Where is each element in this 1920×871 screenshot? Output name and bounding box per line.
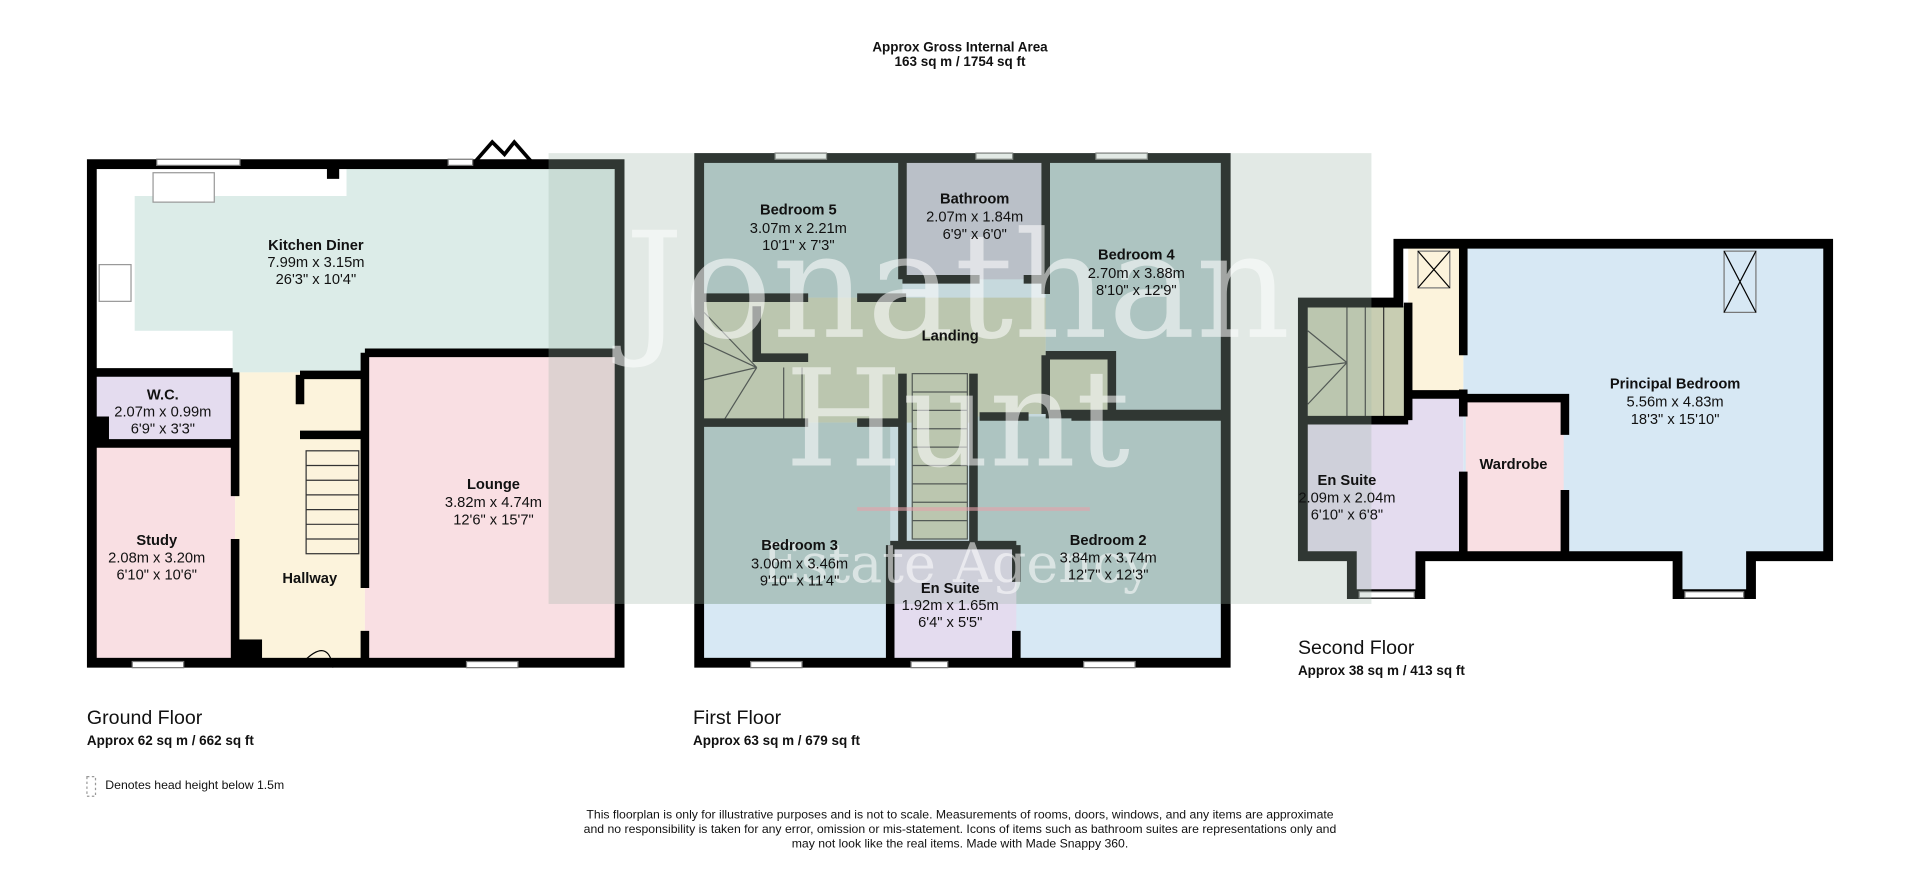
room-bedroom-3 — [699, 422, 891, 604]
room-imperial: 10'1" x 7'3" — [762, 238, 834, 254]
svg-text:Hunt: Hunt — [785, 340, 1130, 497]
room-en-suite-1 — [890, 545, 1017, 663]
room-imperial: 6'9" x 3'3" — [131, 422, 195, 438]
room-bedroom-5 — [699, 158, 903, 298]
room-name: Principal Bedroom — [1610, 376, 1741, 392]
room-imperial: 6'4" x 5'5" — [918, 615, 982, 631]
sink-icon — [152, 172, 215, 203]
window — [774, 152, 828, 160]
room-metric: 2.07m x 1.84m — [926, 210, 1023, 226]
window — [131, 660, 185, 669]
room-imperial: 6'9" x 6'0" — [943, 227, 1007, 243]
room-name: Bedroom 2 — [1070, 533, 1147, 549]
room-metric: 3.07m x 2.21m — [750, 221, 847, 237]
stairs-ground — [305, 450, 360, 555]
room-imperial: 6'10" x 6'8" — [1311, 507, 1383, 523]
room-name: W.C. — [147, 387, 179, 403]
room-metric: 2.70m x 3.88m — [1088, 266, 1185, 282]
room-metric: 3.82m x 4.74m — [445, 495, 542, 511]
room-name: Hallway — [282, 571, 338, 587]
room-imperial: 8'10" x 12'9" — [1096, 283, 1177, 299]
room-metric: 5.56m x 4.83m — [1627, 395, 1724, 411]
room-imperial: 12'7" x 12'3" — [1068, 567, 1149, 583]
room-name: En Suite — [921, 581, 980, 597]
skylight-icon — [1417, 250, 1451, 289]
room-metric: 2.07m x 0.99m — [114, 405, 211, 421]
stairs-second — [1307, 306, 1409, 421]
room-name: Bedroom 4 — [1098, 248, 1176, 264]
room-wardrobe — [1465, 398, 1564, 557]
front-door — [303, 650, 334, 668]
room-wc — [91, 374, 236, 444]
french-doors — [473, 139, 533, 163]
window — [1684, 591, 1745, 599]
disclaimer-line: and no responsibility is taken for any e… — [584, 822, 1337, 836]
svg-text:Estate Agency: Estate Agency — [762, 532, 1154, 595]
disclaimer-line: may not look like the real items. Made w… — [792, 837, 1129, 851]
floor-area: Approx 62 sq m / 662 sq ft — [87, 733, 254, 748]
room-bathroom — [902, 158, 1046, 280]
second-floor-plan — [1297, 238, 1834, 600]
gross-area-value: 163 sq m / 1754 sq ft — [895, 54, 1026, 69]
room-imperial: 9'10" x 11'4" — [760, 574, 839, 590]
room-en-suite-2 — [1302, 394, 1464, 595]
floor-title: Second Floor — [1298, 637, 1415, 659]
floor-area: Approx 38 sq m / 413 sq ft — [1298, 663, 1465, 678]
room-name: En Suite — [1318, 473, 1377, 489]
svg-text:Jonathan: Jonathan — [612, 201, 1291, 372]
room-name: Wardrobe — [1479, 457, 1547, 473]
watermark-logo: Jonathan Hunt Estate Agency — [548, 153, 1372, 604]
window — [156, 158, 241, 166]
room-name: Bathroom — [940, 191, 1009, 207]
window — [1358, 591, 1415, 599]
room-study — [91, 443, 236, 663]
window — [750, 660, 803, 669]
room-imperial: 12'6" x 15'7" — [453, 512, 534, 528]
room-metric: 1.92m x 1.65m — [902, 598, 999, 614]
room-imperial: 26'3" x 10'4" — [276, 272, 357, 288]
hob-icon — [98, 263, 132, 302]
room-metric: 7.99m x 3.15m — [267, 255, 364, 271]
room-imperial: 6'10" x 10'6" — [116, 567, 197, 583]
first-floor-plan — [694, 152, 1231, 669]
room-lounge — [364, 352, 620, 663]
floor-area: Approx 63 sq m / 679 sq ft — [693, 733, 860, 748]
room-name: Landing — [922, 329, 979, 345]
floor-title: First Floor — [693, 707, 782, 729]
window — [1095, 152, 1148, 160]
window — [910, 660, 949, 669]
ground-floor-plan — [86, 139, 625, 669]
room-imperial: 18'3" x 15'10" — [1631, 412, 1720, 428]
floor-title: Ground Floor — [87, 707, 203, 729]
window — [1083, 660, 1136, 669]
window — [465, 660, 519, 669]
head-height-legend-icon — [86, 776, 97, 797]
room-metric: 2.09m x 2.04m — [1298, 490, 1395, 506]
room-name: Kitchen Diner — [268, 238, 364, 254]
room-name: Study — [136, 533, 178, 549]
room-metric: 3.00m x 3.46m — [751, 556, 848, 572]
legend-text: Denotes head height below 1.5m — [105, 778, 284, 792]
room-name: Bedroom 3 — [761, 538, 838, 554]
room-name: Bedroom 5 — [760, 202, 837, 218]
skylight-icon — [1723, 250, 1757, 313]
stairs-first — [703, 311, 968, 540]
disclaimer-line: This floorplan is only for illustrative … — [586, 807, 1333, 821]
gross-area-title: Approx Gross Internal Area — [872, 39, 1048, 54]
room-name: Lounge — [467, 477, 520, 493]
room-metric: 2.08m x 3.20m — [108, 550, 205, 566]
room-metric: 3.84m x 3.74m — [1060, 550, 1157, 566]
window — [447, 158, 474, 166]
window — [975, 152, 1014, 160]
